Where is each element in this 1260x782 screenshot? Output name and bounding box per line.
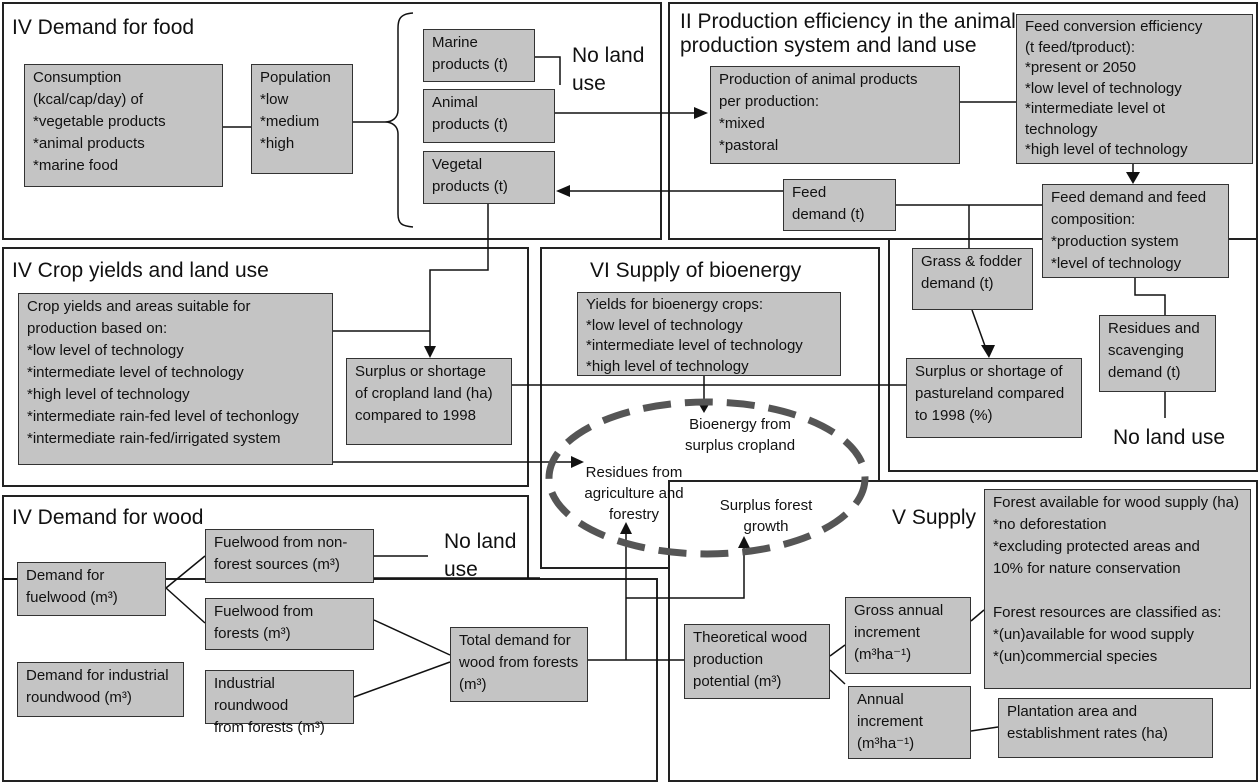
total-wood-demand-box: Total demand for wood from forests (m³) bbox=[450, 627, 588, 702]
residues-agriculture-label: Residues from agriculture and forestry bbox=[584, 464, 684, 523]
gross-annual-increment-box: Gross annual increment (m³ha⁻¹) bbox=[845, 597, 971, 674]
fuelwood-nonforest-box: Fuelwood from non- forest sources (m³) bbox=[205, 529, 374, 583]
industrial-roundwood-demand-box: Demand for industrial roundwood (m³) bbox=[17, 662, 184, 717]
no-land-use-label-residues: No land use bbox=[1113, 426, 1226, 449]
panel-title-demand-wood: IV Demand for wood bbox=[12, 506, 204, 529]
population-box: Population *low *medium *high bbox=[251, 64, 353, 174]
panel-title-animal-production: II Production efficiency in the animal p… bbox=[680, 10, 1016, 57]
panel-title-bioenergy: VI Supply of bioenergy bbox=[590, 259, 802, 282]
forest-available-box: Forest available for wood supply (ha) *n… bbox=[984, 489, 1251, 689]
fuelwood-forest-box: Fuelwood from forests (m³) bbox=[205, 598, 374, 650]
bioenergy-yields-box: Yields for bioenergy crops: *low level o… bbox=[577, 292, 841, 376]
theoretical-wood-potential-box: Theoretical wood production potential (m… bbox=[684, 624, 830, 699]
grass-fodder-demand-box: Grass & fodder demand (t) bbox=[912, 248, 1033, 310]
no-land-use-label-fuelwood: No land use bbox=[444, 530, 517, 581]
bioenergy-cropland-label: Bioenergy from surplus cropland bbox=[684, 416, 796, 454]
panel-title-crop-yields: IV Crop yields and land use bbox=[12, 259, 269, 282]
panel-title-demand-food: IV Demand for food bbox=[12, 16, 195, 39]
animal-products-box: Animal products (t) bbox=[423, 89, 555, 143]
annual-increment-box: Annual increment (m³ha⁻¹) bbox=[848, 686, 971, 759]
feed-demand-box: Feed demand (t) bbox=[783, 179, 896, 231]
surplus-forest-growth-label: Surplus forest growth bbox=[719, 497, 813, 535]
production-animal-products-box: Production of animal products per produc… bbox=[710, 66, 960, 164]
no-land-use-label-marine: No land use bbox=[572, 44, 645, 95]
crop-yields-box: Crop yields and areas suitable for produ… bbox=[18, 293, 333, 465]
industrial-roundwood-forest-box: Industrial roundwood from forests (m³) bbox=[205, 670, 354, 736]
residues-scavenging-box: Residues and scavenging demand (t) bbox=[1099, 315, 1216, 392]
panel-title-supply: V Supply bbox=[892, 506, 977, 529]
fuelwood-demand-box: Demand for fuelwood (m³) bbox=[17, 562, 166, 616]
vegetal-products-box: Vegetal products (t) bbox=[423, 151, 555, 204]
consumption-box: Consumption (kcal/cap/day) of *vegetable… bbox=[24, 64, 223, 187]
cropland-surplus-box: Surplus or shortage of cropland land (ha… bbox=[346, 358, 512, 445]
marine-products-box: Marine products (t) bbox=[423, 29, 535, 82]
plantation-area-box: Plantation area and establishment rates … bbox=[998, 698, 1213, 758]
feed-composition-box: Feed demand and feed composition: *produ… bbox=[1042, 184, 1229, 278]
pastureland-surplus-box: Surplus or shortage of pastureland compa… bbox=[906, 358, 1082, 438]
feed-conversion-box: Feed conversion efficiency (t feed/tprod… bbox=[1016, 14, 1253, 164]
